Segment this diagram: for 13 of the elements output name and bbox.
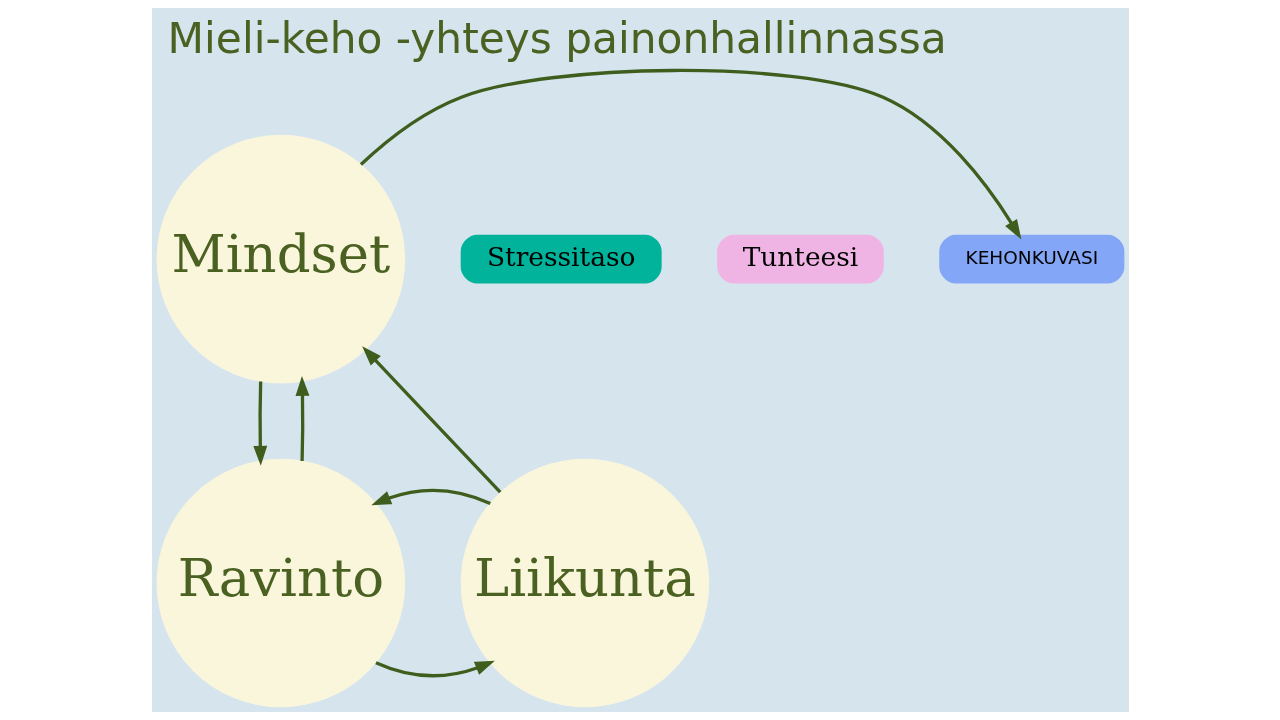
node-circle: Mindset bbox=[156, 134, 405, 384]
arrow bbox=[252, 381, 267, 466]
arrow bbox=[361, 346, 501, 494]
arrow bbox=[374, 660, 495, 678]
node-circle: Ravinto bbox=[156, 458, 405, 708]
node-box: Tunteesi bbox=[716, 234, 884, 284]
node-box: Stressitaso bbox=[460, 234, 662, 284]
node-circle: Liikunta bbox=[460, 458, 709, 708]
arrow bbox=[295, 376, 309, 462]
node-box: KEHONKUVASI bbox=[938, 234, 1124, 284]
diagram-title: Mieli-keho -yhteys painonhallinnassa bbox=[167, 13, 947, 63]
arrow bbox=[370, 488, 491, 506]
arrow bbox=[359, 68, 1021, 240]
